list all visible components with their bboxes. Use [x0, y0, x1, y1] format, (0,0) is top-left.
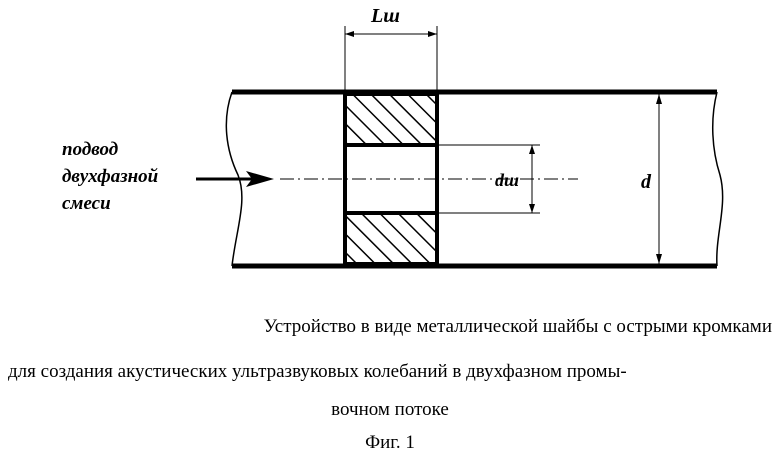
pipe-diameter-label: d — [641, 171, 652, 193]
hole-diameter-label: dш — [495, 170, 519, 190]
figure-label: Фиг. 1 — [0, 432, 780, 454]
pipe-right-break — [713, 92, 723, 266]
washer-length-label: Lш — [370, 5, 400, 27]
inlet-label-line-2: двухфазной — [62, 166, 158, 187]
washer-device-diagram: Lш dш d подвод двухфазной смеси — [0, 0, 780, 300]
pipe-diameter-arrow-bottom — [656, 254, 662, 264]
caption-line-1: Устройство в виде металлической шайбы с … — [264, 316, 772, 338]
washer-length-arrow-right — [428, 31, 437, 37]
inlet-label-line-1: подвод — [62, 139, 118, 160]
inlet-label-line-3: смеси — [62, 193, 111, 214]
caption-line-3: вочном потоке — [0, 399, 780, 421]
pipe-diameter-arrow-top — [656, 94, 662, 104]
washer-top-section — [345, 94, 437, 145]
hole-diameter-arrow-top — [529, 145, 535, 154]
caption-line-2: для создания акустических ультразвуковых… — [8, 361, 627, 383]
hole-diameter-arrow-bottom — [529, 204, 535, 213]
washer-bottom-section — [345, 213, 437, 264]
washer-length-arrow-left — [345, 31, 354, 37]
